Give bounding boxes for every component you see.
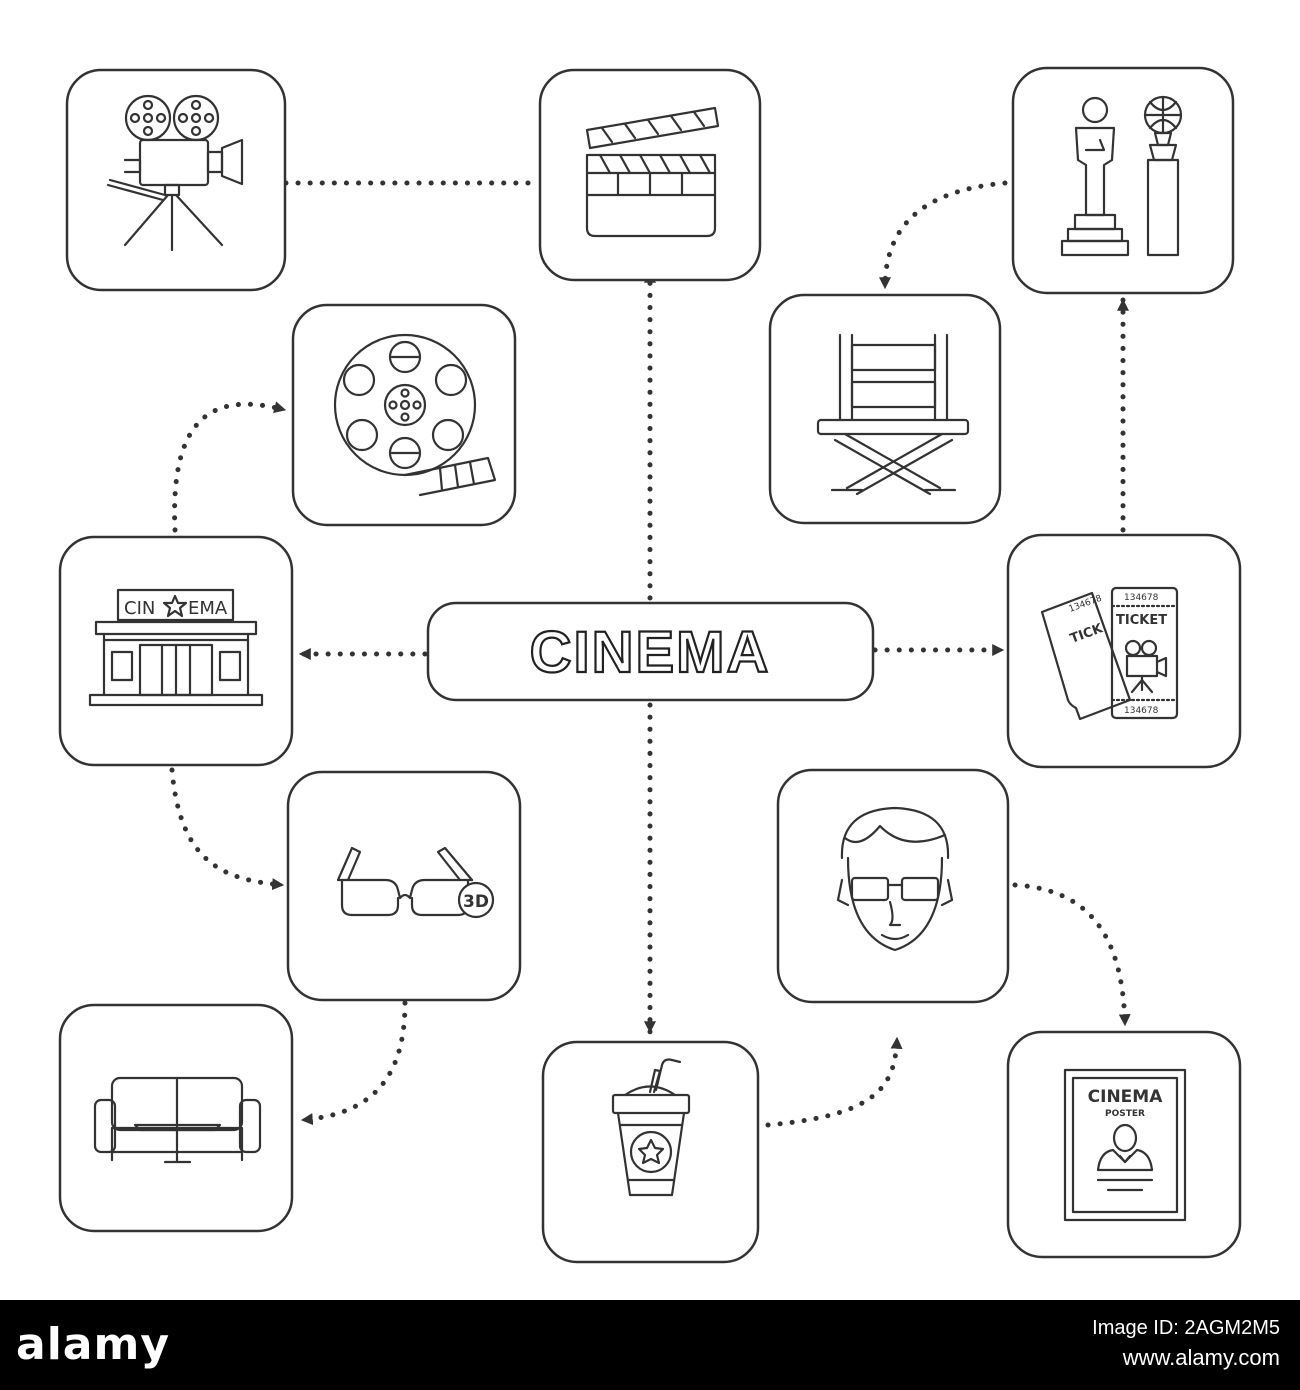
ticket-front-number-bottom: 134678 — [1124, 706, 1159, 716]
movie-camera-icon — [106, 94, 244, 252]
node-box-movie-camera — [65, 68, 287, 292]
mind-map-diagram: CIN EMA — [58, 66, 1242, 1264]
site-url: www.alamy.com — [1122, 1345, 1280, 1370]
cinema-building-icon: CIN EMA — [88, 588, 264, 707]
center-node-box — [426, 601, 875, 702]
building-sign-left: CIN — [124, 598, 155, 619]
3d-glasses-icon: 3D — [336, 846, 495, 919]
awards-icon — [1060, 95, 1183, 257]
connector-soda-to-viewer — [765, 1035, 903, 1128]
footer-bar: alamy Image ID: 2AGM2M5 www.alamy.com — [0, 1300, 1300, 1390]
glasses-badge-label: 3D — [463, 892, 489, 912]
node-box-poster — [1006, 1030, 1242, 1259]
image-id-text: Image ID: 2AGM2M5 — [1092, 1317, 1280, 1339]
poster-subtitle: POSTER — [1105, 1109, 1145, 1119]
connector-building-to-glasses — [169, 767, 286, 891]
connector-building-to-reel — [172, 401, 288, 533]
poster-icon: CINEMA POSTER — [1063, 1068, 1187, 1222]
brand-logo: alamy — [16, 1319, 170, 1370]
node-box-tickets — [1006, 533, 1242, 769]
connector-glasses-to-sofa — [299, 1000, 408, 1126]
connector-awards-to-chair — [879, 180, 1008, 291]
ticket-front-label: TICKET — [1116, 613, 1167, 628]
soda-cup-icon — [611, 1058, 691, 1197]
node-box-soda-cup — [541, 1040, 760, 1264]
footer-info: Image ID: 2AGM2M5 www.alamy.com — [720, 1314, 1280, 1374]
viewer-with-3d-glasses-icon — [836, 806, 954, 952]
node-box-director-chair — [768, 293, 1002, 525]
connector-viewer-to-poster — [1012, 882, 1131, 1028]
node-box-film-reel — [291, 303, 517, 527]
film-reel-icon — [333, 333, 497, 497]
center-label: CINEMA — [530, 620, 771, 685]
node-box-awards — [1011, 66, 1235, 295]
poster-title: CINEMA — [1088, 1087, 1164, 1107]
ticket-front-number-top: 134678 — [1124, 593, 1159, 603]
node-box-3d-glasses — [286, 770, 522, 1002]
connectors — [169, 177, 1131, 1128]
building-sign-right: EMA — [188, 598, 228, 619]
director-chair-icon — [816, 333, 970, 496]
clapperboard-icon — [585, 106, 720, 238]
building-sign-star — [162, 594, 188, 618]
sofa-icon — [93, 1076, 262, 1164]
